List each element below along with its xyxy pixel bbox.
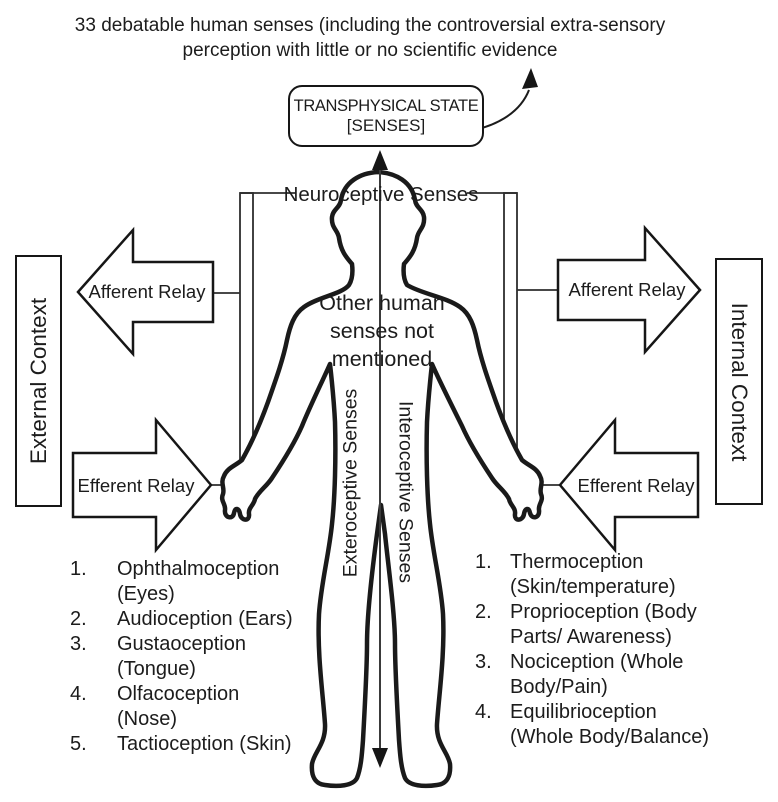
external-context-box: External Context [15, 255, 62, 507]
efferent-relay-label-right: Efferent Relay [577, 475, 695, 496]
list-item: 4. Olfacoception (Nose) [70, 683, 240, 730]
afferent-relay-arrow-right [556, 224, 702, 356]
caption-line-2: perception with little or no scientific … [182, 40, 558, 61]
afferent-relay-label-left: Afferent Relay [88, 281, 206, 302]
down-arrowhead [372, 748, 388, 768]
efferent-relay-arrow-left [71, 416, 213, 554]
neuroceptive-senses-label: Neuroceptive Senses [283, 183, 479, 206]
list-item: 4. Equilibrioception (Whole Body/Balance… [475, 701, 709, 748]
afferent-relay-arrow-left [76, 226, 215, 358]
internal-context-label: Internal Context [727, 302, 752, 461]
transphysical-subtitle: [SENSES] [346, 115, 426, 135]
exteroceptive-sense-list: 1. Ophthalmoception (Eyes) 2. Audiocepti… [70, 557, 320, 757]
list-item: 1. Thermoception (Skin/temperature) [475, 551, 676, 598]
interoceptive-sense-list: 1. Thermoception (Skin/temperature) 2. P… [475, 550, 727, 750]
other-senses-note: Other human senses not mentioned [319, 291, 445, 371]
list-item: 3. Nociception (Whole Body/Pain) [475, 651, 684, 698]
transphysical-state-box: TRANSPHYSICAL STATE [SENSES] [288, 85, 484, 147]
transphysical-title: TRANSPHYSICAL STATE [293, 96, 479, 115]
efferent-relay-label-left: Efferent Relay [77, 475, 195, 496]
list-item: 2. Proprioception (Body Parts/ Awareness… [475, 601, 697, 648]
central-axis-arrow [372, 150, 388, 768]
up-arrowhead [372, 150, 388, 170]
exteroceptive-senses-label: Exteroceptive Senses [339, 388, 362, 578]
list-item: 3. Gustaoception (Tongue) [70, 633, 246, 680]
list-item: 1. Ophthalmoception (Eyes) [70, 558, 280, 605]
caption-line-1: 33 debatable human senses (including the… [74, 15, 666, 36]
afferent-relay-label-right: Afferent Relay [568, 279, 686, 300]
list-item: 2. Audioception (Ears) [70, 608, 293, 630]
caption: 33 debatable human senses (including the… [20, 13, 720, 63]
external-context-label: External Context [25, 297, 51, 465]
list-item: 5. Tactioception (Skin) [70, 733, 292, 755]
internal-context-box: Internal Context [715, 258, 763, 505]
interoceptive-senses-label: Interoceptive Senses [394, 400, 417, 584]
efferent-relay-arrow-right [558, 416, 700, 554]
